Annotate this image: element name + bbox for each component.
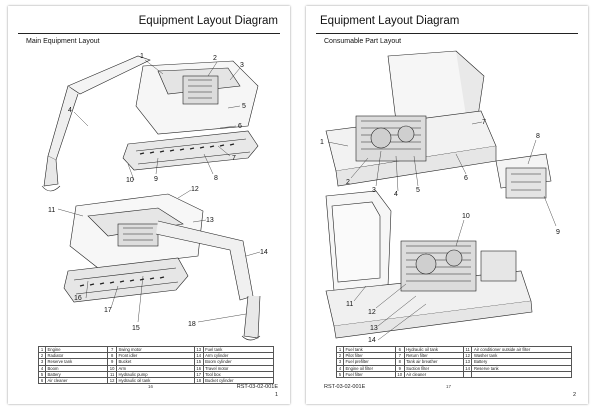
page-title: Equipment Layout Diagram [138,15,278,27]
section-subtitle: Consumable Part Layout [324,38,402,45]
callout-15: 15 [132,325,140,332]
callout-10: 10 [462,213,470,220]
callout-16: 16 [74,295,82,302]
legend-label: Fuel filter [343,370,396,378]
callout-1: 1 [140,53,144,60]
callout-3: 3 [240,62,244,69]
callout-11: 11 [48,207,55,214]
callout-4: 4 [68,107,72,114]
callout-12: 12 [368,309,376,316]
page-number: 2 [572,392,576,398]
callout-4: 4 [394,191,398,198]
title-rule [316,33,578,34]
callout-labels: 1 2 3 4 5 6 7 8 9 10 11 12 13 14 [320,119,560,342]
left-page: Equipment Layout Diagram Main Equipment … [8,6,290,404]
legend-label: Bucket cylinder [202,376,275,385]
callout-14: 14 [368,337,376,342]
callout-6: 6 [464,175,468,182]
callout-7: 7 [482,119,486,126]
callout-13: 13 [370,325,378,332]
footer-number: 17 [446,384,452,389]
title-rule [18,33,280,34]
legend-number: 18 [193,376,204,385]
callout-3: 3 [372,187,376,194]
callout-10: 10 [126,177,134,184]
consumable-parts-diagram: 1 2 3 4 5 6 7 8 9 10 11 12 13 14 [320,50,560,342]
legend-label: Air cleaner [403,370,464,378]
callout-labels: 1 2 3 4 5 6 7 8 9 10 11 12 13 14 15 16 1… [48,53,268,332]
callout-7: 7 [232,155,236,162]
callout-8: 8 [214,175,218,182]
callout-9: 9 [154,176,158,183]
callout-1: 1 [320,139,324,146]
document-code: RST-03-02-001E [324,384,366,390]
callout-2: 2 [346,179,350,186]
legend-label: Air cleaner [44,376,109,385]
callout-17: 17 [104,307,112,314]
callout-5: 5 [242,103,246,110]
main-equipment-diagram: 1 2 3 4 5 6 7 8 9 10 11 12 13 14 15 16 1… [41,53,268,341]
callout-13: 13 [206,217,214,224]
callout-5: 5 [416,187,420,194]
legend-label: Hydraulic oil tank [115,376,195,385]
callout-18: 18 [188,321,196,328]
legend-number: 12 [107,376,117,385]
document-code: RST-03-02-001E [236,384,278,390]
page-title: Equipment Layout Diagram [320,15,460,27]
callout-11: 11 [346,301,353,308]
legend-label [471,370,572,378]
callout-9: 9 [556,229,560,236]
page-number: 1 [274,392,278,398]
legend-number: 6 [38,376,46,385]
right-page: Equipment Layout Diagram Consumable Part… [306,6,588,404]
legend-number: 5 [336,370,344,378]
callout-6: 6 [238,123,242,130]
callout-8: 8 [536,133,540,140]
legend-number: 10 [394,370,405,378]
footer-number: 16 [148,384,154,389]
callout-2: 2 [213,55,217,62]
callout-12: 12 [191,186,199,193]
callout-14: 14 [260,249,268,256]
section-subtitle: Main Equipment Layout [26,38,100,45]
legend-number [462,370,473,378]
